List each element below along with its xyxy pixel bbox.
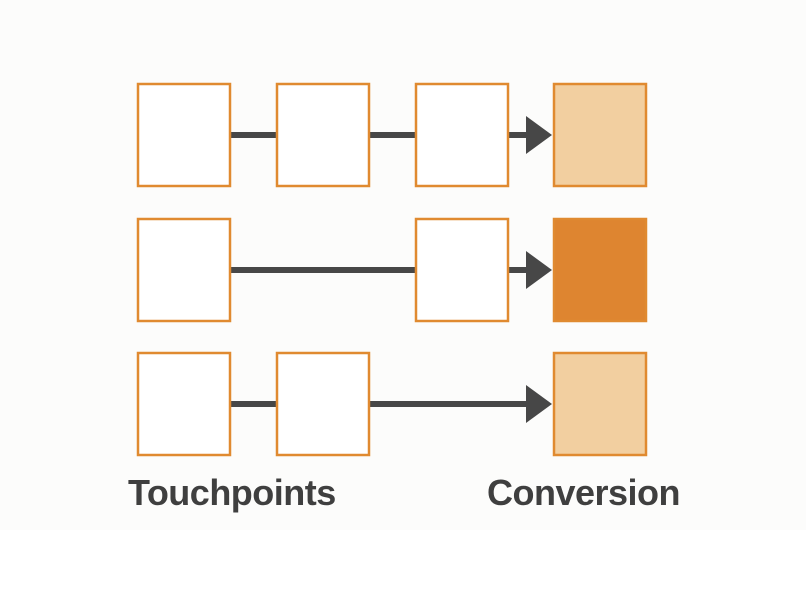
touchpoint-box (136, 351, 232, 457)
arrow-head (526, 116, 552, 154)
conversion-box-highlighted (552, 217, 648, 323)
touchpoints-label: Touchpoints (128, 472, 336, 513)
conversion-label: Conversion (487, 472, 681, 513)
arrow-head (526, 251, 552, 289)
diagram-panel (0, 0, 806, 530)
touchpoint-box (275, 82, 371, 188)
touchpoint-box (414, 82, 510, 188)
touchpoint-box (414, 217, 510, 323)
arrow-head (526, 385, 552, 423)
conversion-box (552, 82, 648, 188)
footer-area (0, 530, 806, 600)
paths-diagram (136, 82, 648, 457)
conversion-box (552, 351, 648, 457)
touchpoint-box (275, 351, 371, 457)
touchpoint-box (136, 217, 232, 323)
touchpoint-box (136, 82, 232, 188)
